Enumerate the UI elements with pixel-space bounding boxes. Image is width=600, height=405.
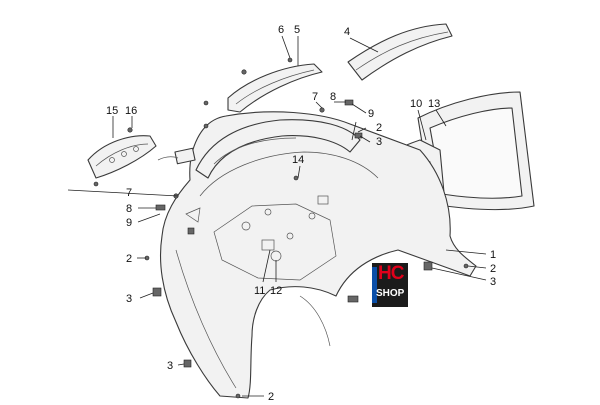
callout-2-right: 2 — [490, 263, 496, 275]
callout-9-upper: 9 — [368, 108, 374, 120]
callout-3-upper: 3 — [376, 136, 382, 148]
part-5-upper-cover — [227, 63, 323, 113]
callout-4: 4 — [344, 26, 350, 38]
callout-9-left: 9 — [126, 217, 132, 229]
callout-labels: 15 16 6 5 4 7 8 9 2 3 10 13 14 7 8 9 1 2… — [106, 24, 496, 403]
logo-shop-text: SHOP — [376, 288, 405, 299]
callout-12: 12 — [270, 285, 282, 297]
leader-lines — [67, 35, 487, 397]
callout-10: 10 — [410, 98, 422, 110]
callout-3-left: 3 — [126, 293, 132, 305]
callout-15: 15 — [106, 105, 118, 117]
callout-1: 1 — [490, 249, 496, 261]
callout-2-bottom: 2 — [268, 391, 274, 403]
callout-14: 14 — [292, 154, 304, 166]
callout-13: 13 — [428, 98, 440, 110]
callout-7-upper: 7 — [312, 91, 318, 103]
part-shield-upper-rim — [195, 119, 361, 179]
callout-6: 6 — [278, 24, 284, 36]
logo-hc-text: HC — [378, 263, 404, 284]
callout-7-left: 7 — [126, 187, 132, 199]
hc-shop-logo: HC SHOP — [372, 263, 408, 307]
callout-2-left: 2 — [126, 253, 132, 265]
fasteners — [144, 57, 469, 399]
callout-11: 11 — [254, 285, 265, 297]
part-1-inner-body — [160, 111, 477, 399]
callout-5: 5 — [294, 24, 300, 36]
callout-8-left: 8 — [126, 203, 132, 215]
part-15-light-unit — [87, 135, 157, 187]
part-4-top-fairing — [347, 23, 453, 81]
callout-3-right: 3 — [490, 276, 496, 288]
callout-16: 16 — [125, 105, 137, 117]
callout-2-upper: 2 — [376, 122, 382, 134]
logo-side-strip — [372, 267, 377, 303]
callout-3-bottom: 3 — [167, 360, 173, 372]
callout-8-upper: 8 — [330, 91, 336, 103]
part-13-bezel-frame — [417, 91, 535, 211]
part-16-connector — [127, 127, 196, 165]
